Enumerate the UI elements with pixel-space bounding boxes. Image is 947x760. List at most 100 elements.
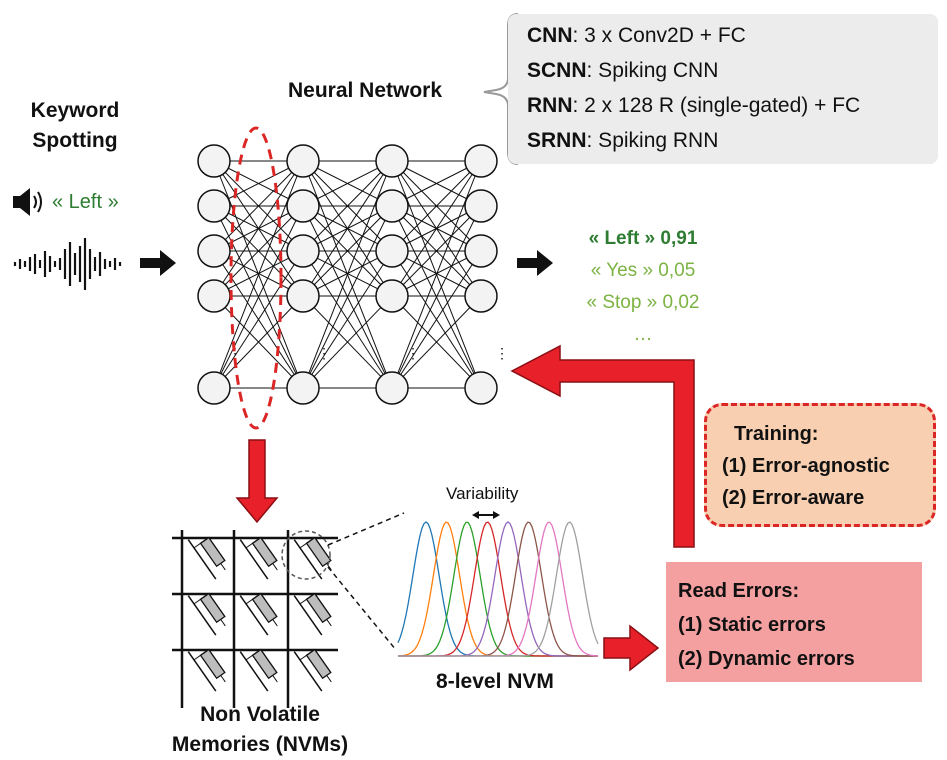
network-edge — [391, 250, 482, 389]
network-neuron — [286, 234, 320, 268]
nvm-cell — [239, 592, 278, 636]
network-neuron — [197, 144, 231, 178]
errors-arrow — [603, 624, 660, 672]
level-distribution-curve — [398, 521, 599, 657]
model-desc: : Spiking CNN — [586, 59, 719, 82]
model-item: SCNN: Spiking CNN — [527, 57, 718, 85]
model-desc: : 2 x 128 R (single-gated) + FC — [572, 94, 861, 117]
network-neuron — [464, 234, 498, 268]
mapping-arrow — [235, 439, 279, 524]
network-ellipsis: ⋮ — [228, 345, 242, 361]
feedback-arrow — [510, 344, 695, 548]
nvm-caption: Non Volatile Memories (NVMs) — [140, 700, 380, 760]
audio-waveform-icon — [13, 238, 122, 290]
network-edge — [213, 205, 304, 389]
level-distribution-curve — [398, 521, 598, 657]
network-edge — [391, 160, 482, 297]
nvm-caption-line2: Memories (NVMs) — [171, 733, 349, 756]
model-item: CNN: 3 x Conv2D + FC — [527, 22, 746, 50]
level-distribution-curve — [398, 521, 599, 657]
network-edge — [302, 160, 393, 252]
training-title: Training: — [734, 423, 819, 445]
input-arrow — [140, 250, 176, 276]
task-title: Keyword Spotting — [20, 96, 130, 156]
read-errors-title: Read Errors: — [678, 580, 800, 602]
network-neuron — [197, 279, 231, 313]
input-word: « Left » — [52, 191, 119, 213]
model-name: RNN — [527, 94, 573, 117]
network-neuron — [375, 279, 409, 313]
network-neuron — [464, 189, 498, 223]
read-errors-item-2: (2) Dynamic errors — [678, 648, 855, 670]
model-item: SRNN: Spiking RNN — [527, 127, 718, 155]
nvm-cell — [239, 536, 278, 580]
output-prediction: « Stop » 0,02 — [586, 292, 700, 313]
model-list-box — [508, 14, 938, 164]
network-edge — [302, 205, 393, 389]
highlighted-layer-ellipse — [229, 126, 283, 430]
level-distribution-curve — [398, 521, 598, 657]
network-edge — [213, 295, 304, 389]
zoom-line-bottom — [327, 566, 397, 651]
network-neuron — [286, 279, 320, 313]
nvm-cell — [293, 648, 332, 692]
network-neuron — [286, 189, 320, 223]
network-edge — [213, 250, 304, 389]
nvm-cell — [293, 592, 332, 636]
network-ellipsis: ⋮ — [495, 345, 509, 361]
model-name: SRNN — [527, 129, 587, 152]
network-neuron — [375, 234, 409, 268]
network-edge — [302, 160, 393, 297]
network-neuron — [375, 189, 409, 223]
network-ellipsis: ⋮ — [317, 345, 331, 361]
network-edge — [391, 160, 482, 252]
model-desc: : 3 x Conv2D + FC — [572, 24, 746, 47]
zoom-line-top — [327, 512, 405, 546]
network-neuron — [464, 371, 498, 405]
network-neuron — [375, 371, 409, 405]
network-neuron — [464, 279, 498, 313]
network-neuron — [197, 234, 231, 268]
output-prediction: … — [633, 324, 653, 345]
network-ellipsis: ⋮ — [406, 345, 420, 361]
output-arrow — [517, 250, 553, 276]
nvm-crossbar — [172, 530, 338, 708]
network-edge — [391, 205, 482, 297]
nvm-cell — [187, 592, 226, 636]
nvm-cell — [293, 536, 332, 580]
neural-network-graph: ⋮ ⋮ ⋮ ⋮ — [197, 144, 509, 405]
read-errors-item-1: (1) Static errors — [678, 614, 826, 636]
variability-double-arrow — [472, 511, 500, 519]
network-title: Neural Network — [287, 79, 443, 102]
task-title-line1: Keyword — [30, 99, 120, 122]
training-item-1: (1) Error-agnostic — [722, 455, 890, 477]
zoom-circle — [281, 530, 331, 580]
network-neuron — [286, 371, 320, 405]
network-neuron — [197, 189, 231, 223]
network-edge — [213, 160, 304, 297]
output-prediction: « Yes » 0,05 — [590, 260, 696, 281]
variability-label: Variability — [446, 484, 519, 503]
training-box — [704, 403, 936, 527]
level-distribution-curve — [397, 521, 598, 657]
network-neuron — [464, 144, 498, 178]
model-name: CNN — [527, 24, 573, 47]
training-item-2: (2) Error-aware — [722, 487, 865, 509]
network-edge — [391, 205, 482, 389]
nvm-caption-line1: Non Volatile — [200, 703, 320, 726]
task-title-line2: Spotting — [32, 129, 118, 152]
read-errors-box — [666, 562, 922, 682]
speaker-icon — [13, 188, 42, 216]
level-distribution-curve — [397, 521, 598, 657]
network-edge — [302, 295, 393, 389]
nvm-levels-caption: 8-level NVM — [436, 670, 554, 693]
model-name: SCNN — [527, 59, 587, 82]
nvm-cell — [187, 648, 226, 692]
model-item: RNN: 2 x 128 R (single-gated) + FC — [527, 92, 860, 120]
nvm-cell — [187, 536, 226, 580]
network-edge — [213, 205, 304, 297]
model-desc: : Spiking RNN — [586, 129, 719, 152]
network-neuron — [375, 144, 409, 178]
nvm-level-distributions — [397, 521, 599, 657]
